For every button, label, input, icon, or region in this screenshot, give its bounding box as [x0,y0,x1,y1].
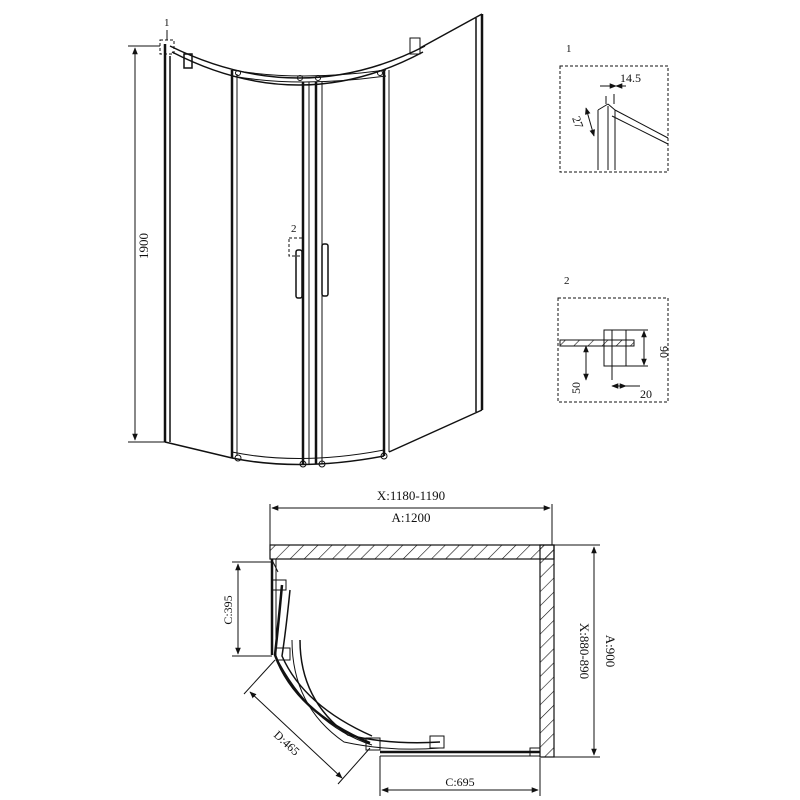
plan-c-horizontal: C:695 [445,775,474,789]
plan-width-range: X:1180-1190 [377,488,445,503]
detail-2-title: 2 [564,275,570,287]
sliding-door-left [232,70,309,464]
detail-1-dim-a: 14.5 [620,71,641,85]
detail-2-dim-c: 20 [640,387,652,401]
plan-width-nominal: A:1200 [392,510,431,525]
height-label: 1900 [136,233,151,259]
side-wall [540,545,554,757]
detail-1: 1 14.5 27 [560,43,668,172]
plan-d-diagonal: D:465 [271,728,302,759]
plan-curved-doors [275,585,444,750]
plan-c-vertical-dimension: C:395 [221,562,272,656]
plan-d-diagonal-dimension: D:465 [244,660,370,784]
plan-c-vertical: C:395 [221,595,235,624]
callout-2-label: 2 [291,223,297,235]
door-handle-right [322,244,328,296]
callout-1-label: 1 [164,17,170,29]
detail-2: 2 90 50 20 [558,275,671,402]
elevation-view: 1900 [128,14,482,467]
left-fixed-panel [160,40,232,458]
plan-width-dimension: X:1180-1190 A:1200 [270,488,552,545]
right-fixed-panel [389,14,482,452]
plan-view: X:1180-1190 A:1200 X:880-890 A:900 [221,488,618,796]
detail-1-dim-b: 27 [569,114,586,130]
detail-2-dim-a: 90 [657,346,671,358]
back-wall [270,545,554,559]
height-dimension: 1900 [128,46,166,442]
detail-1-title: 1 [566,43,572,55]
plan-c-horizontal-dimension: C:695 [380,756,540,796]
sliding-door-right [316,70,389,464]
door-handle-left [296,250,302,298]
detail-2-dim-b: 50 [569,382,583,394]
plan-depth-range: X:880-890 [577,623,592,679]
plan-depth-dimension: X:880-890 A:900 [554,545,618,757]
plan-depth-nominal: A:900 [603,635,618,668]
top-curved-rail [170,14,482,85]
